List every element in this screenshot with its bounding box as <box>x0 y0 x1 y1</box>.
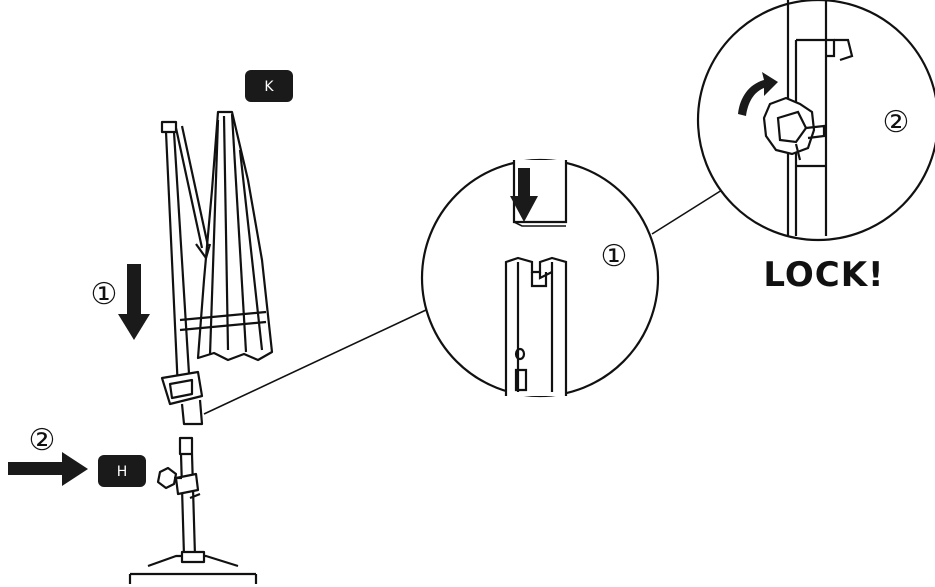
folded-canopy <box>179 110 274 362</box>
rotate-arrow-icon <box>738 72 778 116</box>
lower-pole <box>174 436 201 557</box>
lock-label: LOCK! <box>763 255 884 295</box>
step-two-label: ② <box>29 423 56 458</box>
detail-insert: ① <box>420 158 723 398</box>
detail-step-two-label: ② <box>883 105 910 140</box>
part-k-badge: K <box>245 70 293 102</box>
part-k-label: K <box>264 79 274 95</box>
part-h-label: H <box>117 464 128 480</box>
umbrella-assembly: K ① <box>8 70 427 584</box>
upper-mast <box>160 120 212 426</box>
base-stand <box>128 550 258 584</box>
detail-lock: ② <box>696 0 935 242</box>
arrow-down-icon <box>510 168 538 222</box>
knob-icon <box>156 466 182 490</box>
knob-icon <box>762 96 826 161</box>
part-h-badge: H <box>98 455 146 487</box>
detail-step-one-label: ① <box>601 239 628 274</box>
arrow-down-icon <box>118 264 150 340</box>
step-one-label: ① <box>91 277 118 312</box>
arrow-right-icon <box>8 452 88 486</box>
